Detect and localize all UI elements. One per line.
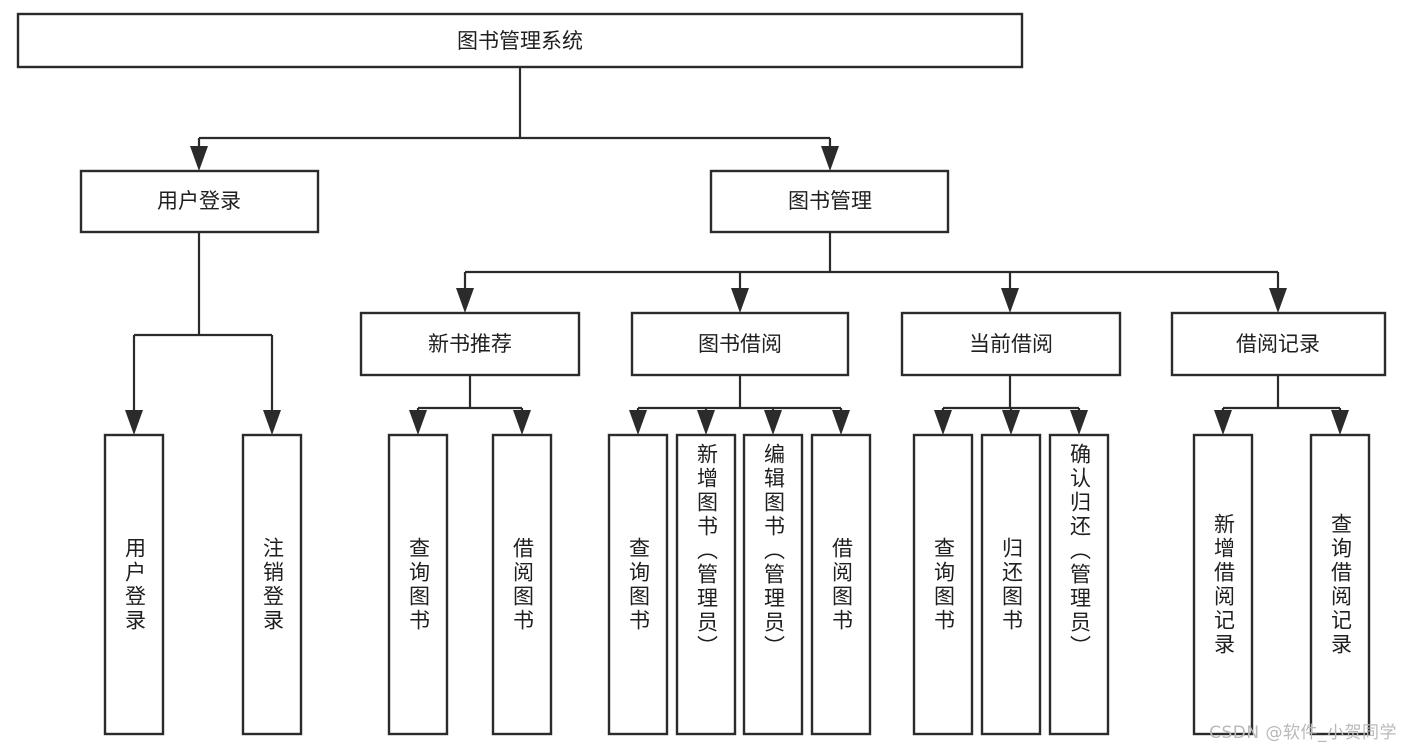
node-leaf-borrow-book-1-box[interactable] <box>491 433 553 736</box>
node-new-book-recommend[interactable]: 新书推荐 <box>359 311 581 377</box>
node-new-book-recommend-label: 新书推荐 <box>428 332 512 356</box>
arrow-icon-leaf-user-login <box>125 410 143 435</box>
watermark: CSDN @软件_小贺同学 <box>1209 723 1397 743</box>
node-user-login[interactable]: 用户登录 <box>79 169 320 234</box>
connector-group-new-book-recommend <box>409 375 531 435</box>
connector-group-user-login <box>125 232 281 435</box>
node-root[interactable]: 图书管理系统 <box>16 12 1024 69</box>
arrow-icon-leaf-add-book <box>697 410 715 435</box>
arrow-icon-new-book-recommend <box>456 288 474 313</box>
arrow-icon-current-borrow <box>1001 288 1019 313</box>
node-leaf-query-book-2-box[interactable] <box>607 433 669 736</box>
connector-group-root <box>190 67 839 171</box>
arrow-icon-leaf-borrow-book-1 <box>513 410 531 435</box>
arrow-icon-borrow-record <box>1269 288 1287 313</box>
node-user-login-label: 用户登录 <box>157 189 241 213</box>
node-leaf-query-book-1-box[interactable] <box>387 433 449 736</box>
arrow-icon-leaf-query-record <box>1331 410 1349 435</box>
node-borrow-record-label: 借阅记录 <box>1236 332 1320 356</box>
node-leaf-user-logout-box[interactable] <box>241 433 303 736</box>
arrow-icon-leaf-borrow-book-2 <box>832 410 850 435</box>
node-book-borrow[interactable]: 图书借阅 <box>630 311 850 377</box>
node-leaf-borrow-book-2-box[interactable] <box>810 433 872 736</box>
arrow-icon-leaf-query-book-2 <box>629 410 647 435</box>
arrow-icon-leaf-query-book-1 <box>409 410 427 435</box>
node-leaf-add-book-box[interactable] <box>675 433 737 736</box>
node-leaf-confirm-return-box[interactable] <box>1048 433 1110 736</box>
node-book-manage[interactable]: 图书管理 <box>709 169 950 234</box>
node-root-box[interactable] <box>16 12 1024 69</box>
node-leaf-add-record-box[interactable] <box>1192 433 1254 736</box>
arrow-icon-leaf-add-record <box>1214 410 1232 435</box>
connector-group-book-borrow <box>629 375 850 435</box>
arrow-icon-leaf-return-book <box>1002 410 1020 435</box>
node-leaf-edit-book-box[interactable] <box>742 433 804 736</box>
arrow-icon-root-book-manage <box>821 146 839 171</box>
node-current-borrow-box[interactable] <box>900 311 1122 377</box>
arrow-icon-leaf-user-logout <box>263 410 281 435</box>
node-borrow-record[interactable]: 借阅记录 <box>1170 311 1387 377</box>
node-borrow-record-box[interactable] <box>1170 311 1387 377</box>
arrow-icon-leaf-query-book-3 <box>934 410 952 435</box>
node-book-manage-box[interactable] <box>709 169 950 234</box>
node-leaf-return-book-box[interactable] <box>980 433 1042 736</box>
node-current-borrow[interactable]: 当前借阅 <box>900 311 1122 377</box>
node-current-borrow-label: 当前借阅 <box>969 332 1053 356</box>
connector-group-book-manage <box>456 232 1287 313</box>
arrow-icon-book-borrow <box>731 288 749 313</box>
node-root-label: 图书管理系统 <box>457 29 583 53</box>
node-leaf-user-login-box[interactable] <box>103 433 165 736</box>
arrow-icon-leaf-confirm-return <box>1070 410 1088 435</box>
connector-group-borrow-record <box>1214 375 1349 435</box>
node-book-manage-label: 图书管理 <box>788 189 872 213</box>
node-user-login-box[interactable] <box>79 169 320 234</box>
arrow-icon-root-user-login <box>190 146 208 171</box>
node-leaf-query-book-3-box[interactable] <box>912 433 974 736</box>
node-book-borrow-label: 图书借阅 <box>698 332 782 356</box>
node-leaf-query-record-box[interactable] <box>1309 433 1371 736</box>
node-new-book-recommend-box[interactable] <box>359 311 581 377</box>
node-book-borrow-box[interactable] <box>630 311 850 377</box>
arrow-icon-leaf-edit-book <box>764 410 782 435</box>
connector-group-current-borrow <box>934 375 1088 435</box>
